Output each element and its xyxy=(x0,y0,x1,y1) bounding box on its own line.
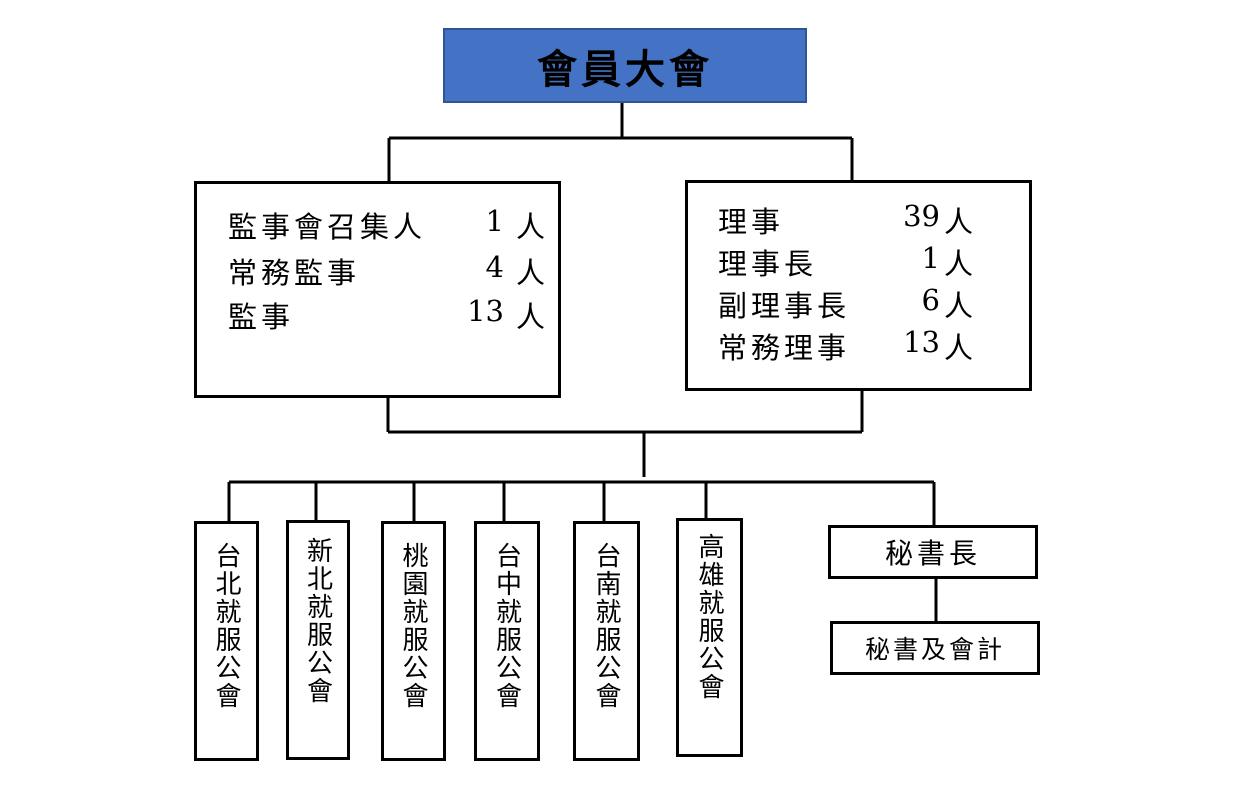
branch-box-new-taipei: 新北就服公會 xyxy=(286,520,350,760)
director-count: 13 xyxy=(903,325,940,359)
general-assembly-box: 會員大會 xyxy=(443,28,807,103)
director-role: 常務理事 xyxy=(718,331,851,365)
supervisor-role: 監事會召集人 xyxy=(228,210,427,244)
secretary-general-box: 秘書長 xyxy=(828,525,1038,579)
branch-box-taichung: 台中就服公會 xyxy=(474,521,540,761)
director-unit: 人 xyxy=(944,247,974,281)
general-assembly-label: 會員大會 xyxy=(537,45,713,93)
branch-box-taipei: 台北就服公會 xyxy=(194,521,259,761)
supervisor-count: 13 xyxy=(467,294,504,328)
branch-label: 台南就服公會 xyxy=(591,542,621,710)
secretary-accounting-label: 秘書及會計 xyxy=(864,635,1005,664)
branch-label: 高雄就服公會 xyxy=(694,533,724,701)
director-unit: 人 xyxy=(944,205,974,239)
director-role: 理事長 xyxy=(718,247,818,281)
supervisor-unit: 人 xyxy=(516,256,546,290)
branch-label: 新北就服公會 xyxy=(302,537,333,705)
supervisors-panel: 監事會召集人 1 人 常務監事 4 人 監事 13 人 xyxy=(194,181,561,398)
supervisor-unit: 人 xyxy=(516,300,546,334)
branch-label: 台北就服公會 xyxy=(211,542,241,710)
director-unit: 人 xyxy=(944,331,974,365)
branch-box-tainan: 台南就服公會 xyxy=(573,521,640,761)
director-count: 39 xyxy=(903,199,940,233)
branch-box-kaohsiung: 高雄就服公會 xyxy=(676,518,743,757)
supervisor-count: 1 xyxy=(485,204,504,238)
secretary-general-label: 秘書長 xyxy=(884,537,981,570)
director-count: 1 xyxy=(921,241,940,275)
branch-label: 台中就服公會 xyxy=(491,542,522,710)
secretary-accounting-box: 秘書及會計 xyxy=(830,621,1040,675)
branch-box-taoyuan: 桃園就服公會 xyxy=(381,521,446,761)
director-count: 6 xyxy=(921,283,940,317)
directors-panel: 理事 39 人 理事長 1 人 副理事長 6 人 常務理事 13 人 xyxy=(685,180,1032,391)
director-role: 理事 xyxy=(718,205,785,239)
supervisor-unit: 人 xyxy=(516,210,546,244)
director-role: 副理事長 xyxy=(718,289,851,323)
supervisor-count: 4 xyxy=(485,250,504,284)
director-unit: 人 xyxy=(944,289,974,323)
supervisor-role: 監事 xyxy=(228,300,295,334)
branch-label: 桃園就服公會 xyxy=(398,542,428,710)
supervisor-role: 常務監事 xyxy=(228,256,361,290)
